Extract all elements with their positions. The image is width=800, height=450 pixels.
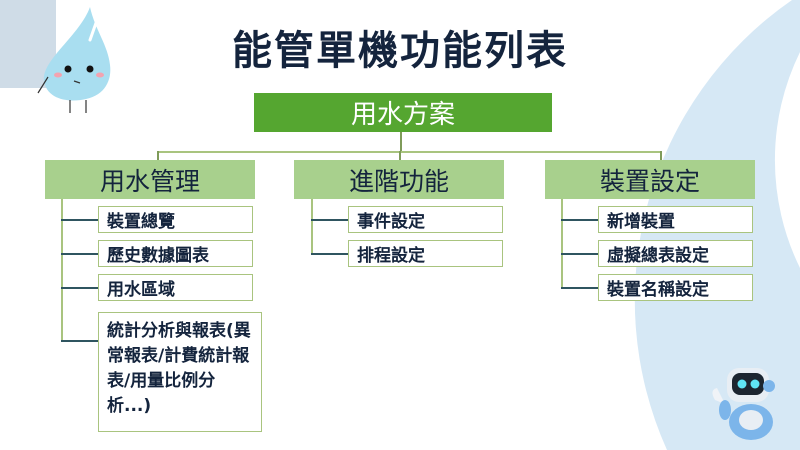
item-statistics-reports: 統計分析與報表(異常報表/計費統計報表/用量比例分析...) <box>98 312 262 432</box>
water-drop-mascot-icon <box>37 7 111 113</box>
tree-line <box>561 287 598 289</box>
tree-line <box>61 340 98 342</box>
item-label: 歷史數據圖表 <box>107 246 209 266</box>
category-label: 裝置設定 <box>599 166 700 196</box>
tree-line <box>311 219 348 221</box>
item-label: 事件設定 <box>357 212 425 232</box>
item-label: 裝置名稱設定 <box>607 280 709 300</box>
item-label: 統計分析與報表(異常報表/計費統計報表/用量比例分析...) <box>107 321 251 416</box>
category-device-settings: 裝置設定 <box>545 160 755 199</box>
item-label: 新增裝置 <box>607 212 675 232</box>
item-water-area: 用水區域 <box>98 274 253 301</box>
robot-mascot-icon <box>712 368 775 440</box>
category-water-management: 用水管理 <box>45 160 255 199</box>
tree-line <box>311 199 313 254</box>
item-label: 虛擬總表設定 <box>607 246 709 266</box>
item-event-settings: 事件設定 <box>348 206 503 233</box>
tree-line <box>561 199 563 288</box>
category-advanced-features: 進階功能 <box>294 160 504 199</box>
tree-line <box>61 253 98 255</box>
connector <box>157 151 159 160</box>
connector <box>399 151 401 160</box>
item-virtual-meter-settings: 虛擬總表設定 <box>598 240 753 267</box>
tree-line <box>61 199 63 341</box>
root-label: 用水方案 <box>350 100 455 130</box>
tree-line <box>311 253 348 255</box>
tree-line <box>61 287 98 289</box>
item-add-device: 新增裝置 <box>598 206 753 233</box>
connector <box>157 151 661 153</box>
item-history-charts: 歷史數據圖表 <box>98 240 253 267</box>
page-title: 能管單機功能列表 <box>232 28 568 74</box>
tree-line <box>561 219 598 221</box>
tree-line <box>61 219 98 221</box>
connector <box>660 151 662 160</box>
item-label: 裝置總覽 <box>107 212 175 232</box>
connector <box>400 132 402 151</box>
item-device-overview: 裝置總覽 <box>98 206 253 233</box>
item-label: 排程設定 <box>357 246 425 266</box>
root-node: 用水方案 <box>254 93 552 132</box>
item-label: 用水區域 <box>107 280 175 300</box>
item-schedule-settings: 排程設定 <box>348 240 503 267</box>
tree-line <box>561 253 598 255</box>
item-device-name-settings: 裝置名稱設定 <box>598 274 753 301</box>
category-label: 進階功能 <box>348 166 449 196</box>
category-label: 用水管理 <box>99 166 200 196</box>
